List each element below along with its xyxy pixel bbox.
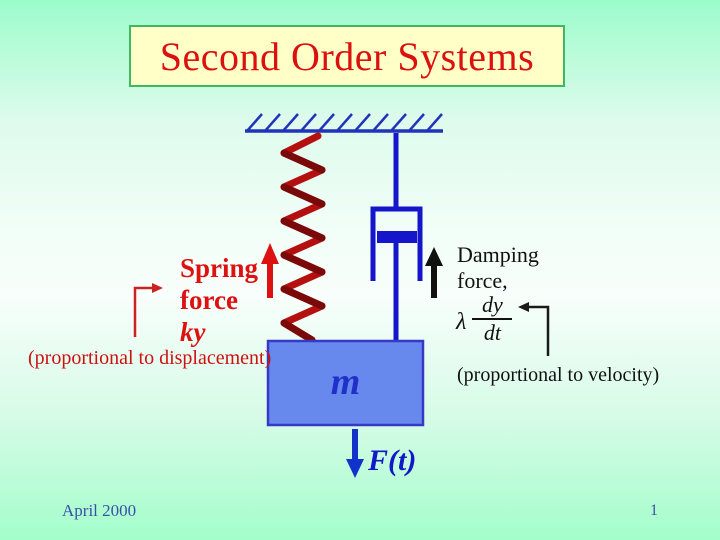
ceiling [245, 113, 443, 133]
damping-force-label-line1: Damping [457, 242, 539, 267]
damper-piston [377, 231, 417, 243]
spring-force-arrow [261, 243, 279, 298]
damping-pointer-arrow [518, 302, 550, 356]
fraction-numerator: dy [482, 292, 503, 317]
spring-force-label: Spring force ky [180, 252, 258, 348]
damping-note: (proportional to velocity) [457, 364, 660, 386]
title-box: Second Order Systems [129, 25, 565, 87]
spring-force-label-line3: ky [180, 317, 206, 347]
mass-block [266, 339, 425, 427]
dy-dt-fraction: dy dt [472, 292, 513, 345]
mass-label: m [330, 361, 361, 403]
fraction-bar [472, 318, 513, 320]
applied-force-arrow [346, 429, 364, 478]
spring-pointer-arrow [133, 283, 163, 337]
spring-force-label-line2: force [180, 285, 238, 315]
lambda-symbol: λ [456, 309, 467, 335]
ceiling-hatch-lines [246, 113, 443, 132]
footer-date: April 2000 [62, 501, 137, 520]
spring-note: (proportional to displacement) [28, 347, 272, 369]
damping-force-label-line2: force, [457, 268, 508, 293]
damping-fraction: λ dy dt [456, 292, 513, 345]
fraction-denominator: dt [483, 320, 501, 345]
damper [370, 133, 423, 341]
damper-cylinder [370, 206, 423, 281]
damping-force-arrow [425, 247, 443, 298]
damping-force-label: Damping force, [457, 242, 539, 294]
page-number: 1 [650, 502, 658, 519]
applied-force-label: F(t) [368, 444, 417, 477]
spring-coil [280, 132, 326, 344]
page-title: Second Order Systems [159, 33, 535, 79]
spring-force-label-line1: Spring [180, 253, 259, 283]
